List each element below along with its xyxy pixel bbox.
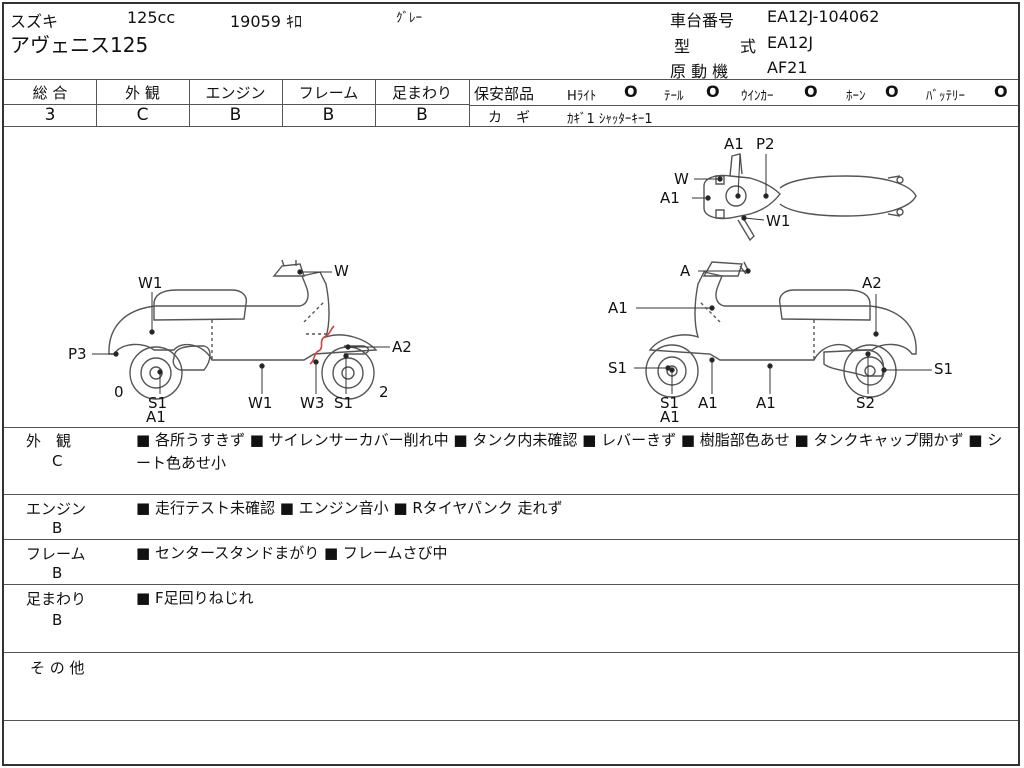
displacement: 125cc [127, 8, 176, 27]
divider [375, 79, 376, 126]
divider [4, 427, 1018, 428]
section-text: ■ 走行テスト未確認 ■ エンジン音小 ■ Rタイヤパンク 走れず [136, 499, 563, 517]
diagram-label: A1 [146, 408, 166, 426]
scooter-side-left [108, 259, 378, 400]
divider [469, 79, 470, 126]
model-name: アヴェニス125 [10, 33, 149, 57]
section-grade: B [52, 519, 63, 537]
diagram-label: S1 [934, 360, 954, 378]
section-text: ■ F足回りねじれ [136, 589, 254, 607]
safety-item-label: ﾊﾞｯﾃﾘｰ [926, 89, 965, 104]
section-label: そ の 他 [30, 659, 85, 677]
grade-label: エンジン [205, 84, 266, 102]
grade-label: 外 観 [125, 84, 160, 102]
diagram-label: A2 [392, 338, 412, 356]
diagram-label: A1 [724, 135, 744, 153]
safety-item-label: ﾃｰﾙ [664, 89, 684, 104]
type-value: EA12J [767, 33, 814, 52]
diagram-label: 2 [379, 383, 389, 401]
divider [4, 539, 1018, 540]
grade-label: 総 合 [32, 84, 68, 102]
type-label-2: 式 [740, 37, 757, 56]
maker: スズキ [10, 12, 59, 31]
divider [189, 79, 190, 126]
grade-value: B [416, 105, 428, 125]
engine-label: 原 動 機 [670, 62, 729, 81]
frame-number-label: 車台番号 [670, 11, 735, 30]
scooter-top-view [703, 153, 917, 242]
section-grade: B [52, 611, 63, 629]
section-grade: C [52, 452, 63, 470]
frame-number-value: EA12J-104062 [767, 7, 880, 26]
section-label: フレーム [26, 545, 86, 563]
section-label: エンジン [26, 500, 87, 518]
section-text: ■ 各所うすきず ■ サイレンサーカバー削れ中 ■ タンク内未確認 ■ レバーき… [136, 431, 1003, 472]
divider [469, 105, 1018, 106]
damage-diagram [92, 153, 932, 400]
divider [4, 79, 1018, 80]
diagram-label: A1 [608, 299, 628, 317]
key-value: ｶｷﾞ1 ｼｬｯﾀｰｷｰ1 [567, 112, 653, 127]
type-label-1: 型 [674, 37, 691, 56]
safety-item-mark: O [624, 82, 638, 101]
grade-label: 足まわり [391, 84, 452, 102]
color: ｸﾞﾚｰ [396, 11, 422, 26]
grade-label: フレーム [298, 84, 359, 102]
diagram-label: W1 [766, 212, 791, 230]
safety-item-label: Hﾗｲﾄ [567, 89, 597, 104]
key-label: カ ギ [488, 110, 530, 126]
diagram-label: W [334, 262, 349, 280]
divider [4, 126, 1018, 127]
section-label: 外 観 [26, 432, 72, 450]
diagram-label: A1 [756, 394, 776, 412]
diagram-label: A1 [660, 408, 680, 426]
safety-item-label: ｳｲﾝｶｰ [741, 89, 774, 104]
safety-title: 保安部品 [474, 85, 535, 103]
diagram-label: P2 [756, 135, 775, 153]
divider [282, 79, 283, 126]
leader-lines [92, 153, 932, 394]
section-label: 足まわり [26, 590, 87, 608]
diagram-label: 0 [114, 383, 124, 401]
diagram-label: W1 [248, 394, 273, 412]
diagram-label: W1 [138, 274, 163, 292]
safety-item-mark: O [885, 82, 899, 101]
safety-item-mark: O [804, 82, 818, 101]
diagram-label: A2 [862, 274, 882, 292]
damage-mark [309, 325, 335, 365]
diagram-label: S1 [608, 359, 628, 377]
divider [4, 720, 1018, 721]
diagram-label: S1 [334, 394, 354, 412]
section-text: ■ センタースタンドまがり ■ フレームさび中 [136, 544, 448, 562]
grade-value: C [136, 105, 149, 125]
grade-value: B [229, 105, 242, 125]
diagram-label: A [680, 262, 691, 280]
diagram-label: W [674, 170, 689, 188]
grade-value: B [322, 105, 335, 125]
diagram-label: A1 [698, 394, 718, 412]
diagram-label: A1 [660, 189, 680, 207]
safety-item-mark: O [994, 82, 1008, 101]
diagram-label: S1 [148, 394, 168, 412]
engine-value: AF21 [767, 58, 808, 77]
section-grade: B [52, 564, 63, 582]
divider [4, 584, 1018, 585]
safety-item-label: ﾎｰﾝ [846, 89, 866, 104]
diagram-label: S1 [660, 394, 680, 412]
divider [96, 79, 97, 126]
divider [4, 494, 1018, 495]
mileage: 19059 ｷﾛ [230, 12, 302, 31]
grade-value: 3 [44, 105, 56, 125]
safety-item-mark: O [706, 82, 720, 101]
divider [4, 104, 469, 105]
diagram-label: W3 [300, 394, 325, 412]
diagram-label: S2 [856, 394, 876, 412]
diagram-label: P3 [68, 345, 87, 363]
divider [4, 652, 1018, 653]
